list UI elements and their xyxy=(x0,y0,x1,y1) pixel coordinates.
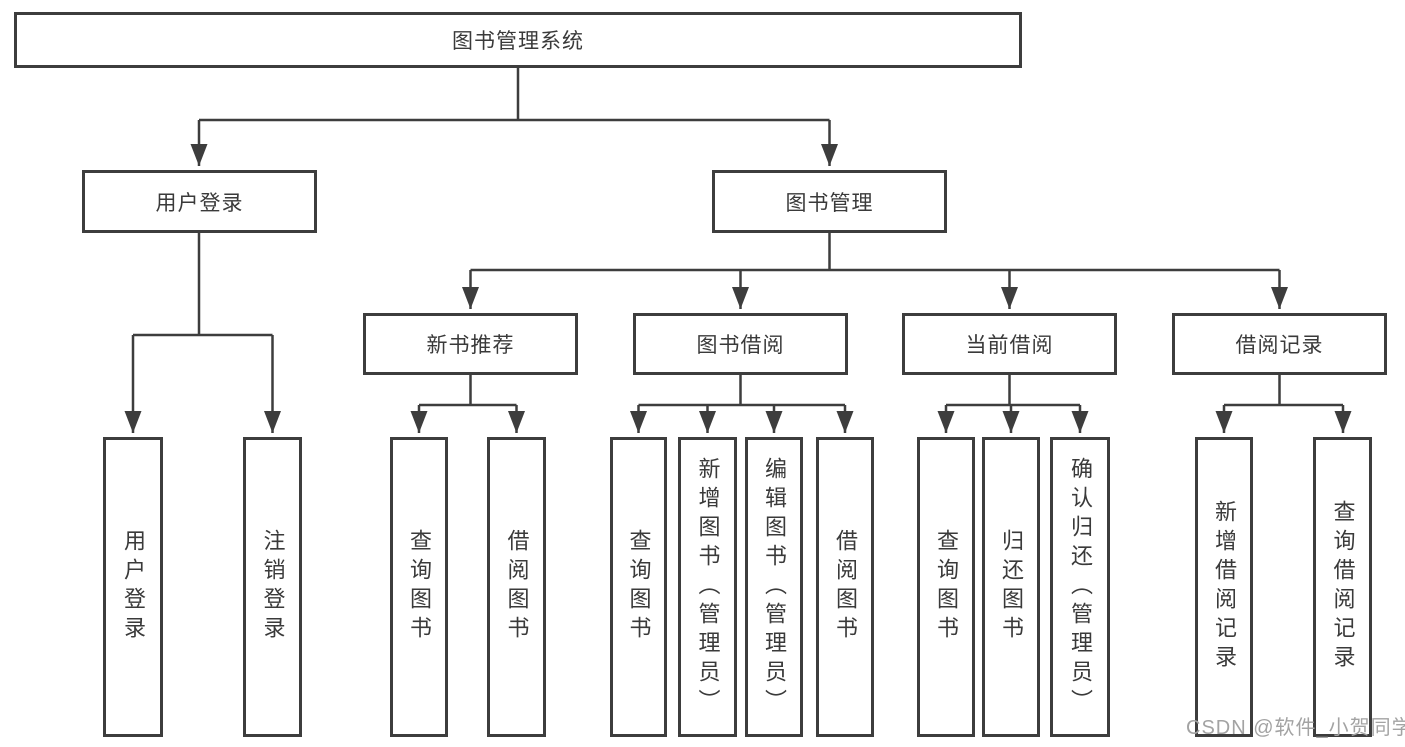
node-current-borrowing-label: 当前借阅 xyxy=(965,334,1054,357)
leaf-br-add-record-label: 新增借阅记录 xyxy=(1212,500,1237,674)
node-book-management-label: 图书管理 xyxy=(785,191,874,215)
leaf-bb-borrow-books: 借阅图书 xyxy=(816,437,874,737)
connector-book-borrow-branch xyxy=(638,375,845,407)
leaf-bb-borrow-books-label: 借阅图书 xyxy=(833,529,858,645)
leaf-cb-query-books-label: 查询图书 xyxy=(934,529,959,645)
leaf-cb-confirm-return-admin-label: 确认归还（管理员） xyxy=(1068,456,1093,718)
node-current-borrowing: 当前借阅 xyxy=(902,313,1117,375)
node-book-borrowing-label: 图书借阅 xyxy=(696,334,785,357)
node-book-management: 图书管理 xyxy=(712,170,947,233)
csdn-watermark: CSDN @软件_小贺同学 xyxy=(1186,717,1405,739)
leaf-br-add-record: 新增借阅记录 xyxy=(1195,437,1253,737)
leaf-br-query-record-label: 查询借阅记录 xyxy=(1330,500,1356,674)
node-borrowing-records-label: 借阅记录 xyxy=(1235,334,1324,357)
leaf-cb-query-books: 查询图书 xyxy=(917,437,975,737)
connector-root-stem xyxy=(199,68,830,122)
leaf-bb-query-books-label: 查询图书 xyxy=(626,529,652,645)
leaf-nb-query-books-label: 查询图书 xyxy=(407,529,432,645)
node-root-label: 图书管理系统 xyxy=(452,30,584,53)
leaf-bb-query-books: 查询图书 xyxy=(610,437,667,737)
leaf-bb-add-books-admin: 新增图书（管理员） xyxy=(678,437,737,737)
connector-new-book-branch xyxy=(419,375,517,407)
leaf-user-login-label: 用户登录 xyxy=(121,529,146,645)
leaf-nb-query-books: 查询图书 xyxy=(390,437,448,737)
node-root-system: 图书管理系统 xyxy=(14,12,1022,68)
connector-current-borrow-branch xyxy=(946,375,1080,407)
leaf-cb-return-books-label: 归还图书 xyxy=(999,529,1024,645)
leaf-bb-edit-books-admin-label: 编辑图书（管理员） xyxy=(762,456,787,718)
leaf-logout: 注销登录 xyxy=(243,437,302,737)
leaf-cb-return-books: 归还图书 xyxy=(982,437,1040,737)
leaf-logout-label: 注销登录 xyxy=(260,529,286,645)
leaf-bb-add-books-admin-label: 新增图书（管理员） xyxy=(695,456,721,718)
leaf-br-query-record: 查询借阅记录 xyxy=(1313,437,1372,737)
connector-borrow-records-branch xyxy=(1224,375,1343,407)
leaf-bb-edit-books-admin: 编辑图书（管理员） xyxy=(745,437,803,737)
node-new-book-recommendation: 新书推荐 xyxy=(363,313,578,375)
node-user-login: 用户登录 xyxy=(82,170,317,233)
leaf-nb-borrow-books-label: 借阅图书 xyxy=(504,529,530,645)
node-borrowing-records: 借阅记录 xyxy=(1172,313,1387,375)
leaf-cb-confirm-return-admin: 确认归还（管理员） xyxy=(1050,437,1110,737)
connector-book-mgmt-branch xyxy=(470,233,1280,272)
node-user-login-label: 用户登录 xyxy=(155,191,244,215)
node-new-book-recommendation-label: 新书推荐 xyxy=(426,334,515,357)
leaf-user-login: 用户登录 xyxy=(103,437,163,737)
leaf-nb-borrow-books: 借阅图书 xyxy=(487,437,546,737)
node-book-borrowing: 图书借阅 xyxy=(633,313,848,375)
connector-user-login-branch xyxy=(133,233,273,337)
